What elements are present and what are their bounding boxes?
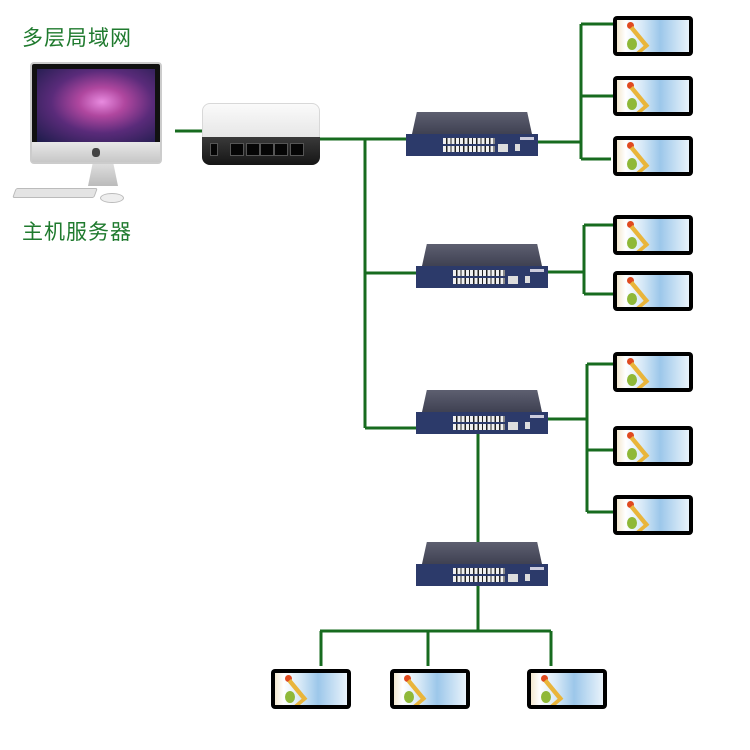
monitor-screen (275, 673, 347, 705)
switch-2 (416, 244, 548, 288)
power-port-icon (210, 143, 218, 156)
switch-top (422, 390, 542, 412)
switch-ports-icon (453, 270, 505, 284)
wallpaper-figure (275, 679, 308, 705)
switch-front (416, 412, 548, 434)
client-monitor-3-3 (613, 495, 693, 535)
switch-front (416, 564, 548, 586)
switch-brand-label (530, 415, 544, 418)
console-port-icon (525, 422, 530, 429)
ethernet-port-icon (230, 143, 244, 156)
monitor-screen (617, 275, 689, 307)
switch-ports-icon (453, 416, 505, 430)
uplink-port-icon (508, 574, 518, 582)
apple-logo-icon (92, 148, 100, 157)
switch-ports-icon (443, 138, 495, 152)
client-monitor-1-1 (613, 16, 693, 56)
console-port-icon (525, 276, 530, 283)
wallpaper-figure (617, 26, 650, 52)
monitor-screen (617, 430, 689, 462)
client-monitor-2-1 (613, 215, 693, 255)
wallpaper-figure (617, 436, 650, 462)
client-monitor-4-1 (271, 669, 351, 709)
monitor-screen (394, 673, 466, 705)
switch-front (416, 266, 548, 288)
ethernet-port-icon (290, 143, 304, 156)
client-monitor-3-1 (613, 352, 693, 392)
diagram-title: 多层局域网 (22, 26, 132, 50)
monitor-screen (617, 219, 689, 251)
monitor-screen (617, 356, 689, 388)
wallpaper-figure (617, 281, 650, 307)
wallpaper-figure (617, 86, 650, 112)
switch-brand-label (530, 567, 544, 570)
monitor-screen (30, 62, 162, 164)
screen-wallpaper (37, 69, 155, 142)
client-monitor-1-2 (613, 76, 693, 116)
switch-brand-label (520, 137, 534, 140)
switch-front (406, 134, 538, 156)
ethernet-port-icon (260, 143, 274, 156)
switch-ports-icon (453, 568, 505, 582)
monitor-chin (32, 142, 160, 162)
wallpaper-figure (617, 505, 650, 531)
monitor-screen (617, 20, 689, 52)
uplink-port-icon (508, 276, 518, 284)
server-label: 主机服务器 (22, 220, 132, 244)
switch-3 (416, 390, 548, 434)
switch-top (422, 542, 542, 564)
monitor-screen (617, 140, 689, 172)
wallpaper-figure (531, 679, 564, 705)
monitor-screen (617, 80, 689, 112)
switch-brand-label (530, 269, 544, 272)
client-monitor-1-3 (613, 136, 693, 176)
monitor-stand (88, 164, 118, 186)
switch-4 (416, 542, 548, 586)
uplink-port-icon (508, 422, 518, 430)
wallpaper-figure (617, 146, 650, 172)
switch-top (412, 112, 532, 134)
wallpaper-figure (617, 225, 650, 251)
router-front (202, 137, 320, 165)
router-top (202, 103, 320, 139)
client-monitor-4-2 (390, 669, 470, 709)
uplink-port-icon (498, 144, 508, 152)
client-monitor-2-2 (613, 271, 693, 311)
console-port-icon (525, 574, 530, 581)
console-port-icon (515, 144, 520, 151)
client-monitor-3-2 (613, 426, 693, 466)
wallpaper-figure (394, 679, 427, 705)
keyboard-icon (12, 188, 98, 198)
switch-top (422, 244, 542, 266)
monitor-screen (531, 673, 603, 705)
wallpaper-figure (617, 362, 650, 388)
client-monitor-4-3 (527, 669, 607, 709)
router (202, 103, 320, 165)
ethernet-port-icon (246, 143, 260, 156)
switch-1 (406, 112, 538, 156)
ethernet-port-icon (274, 143, 288, 156)
monitor-screen (617, 499, 689, 531)
mouse-icon (100, 193, 124, 203)
